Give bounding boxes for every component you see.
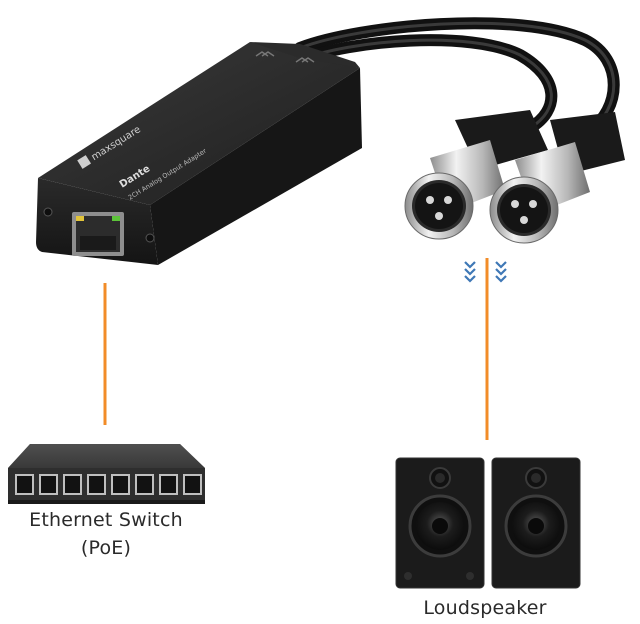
loudspeaker-label: Loudspeaker: [380, 595, 590, 621]
switch-port-socket: [17, 476, 32, 493]
ethernet-switch-label: Ethernet Switch: [0, 507, 212, 533]
switch-port-socket: [161, 476, 176, 493]
loudspeaker-right: [492, 458, 580, 588]
switch-port-socket: [89, 476, 104, 493]
loudspeaker-left: [396, 458, 484, 588]
ethernet-switch-sublabel: (PoE): [0, 535, 212, 561]
dante-adapter: maxsquare Dante 2CH Analog Output Adapte…: [36, 42, 362, 265]
switch-port-socket: [113, 476, 128, 493]
switch-port-socket: [65, 476, 80, 493]
switch-port-socket: [185, 476, 200, 493]
switch-port-socket: [41, 476, 56, 493]
rj45-port: [72, 212, 124, 256]
screw-icon: [44, 208, 52, 216]
switch-port-socket: [137, 476, 152, 493]
screw-icon: [146, 234, 154, 242]
